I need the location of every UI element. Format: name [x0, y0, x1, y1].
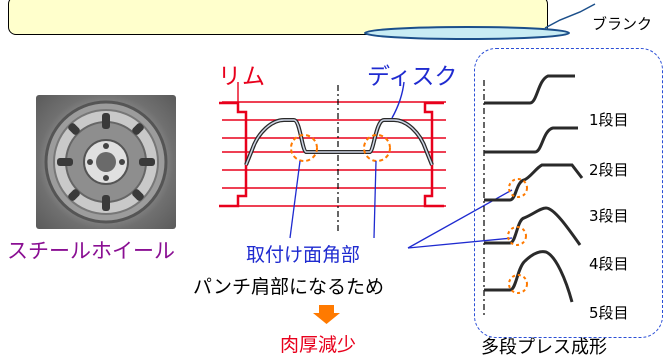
- stage-profiles: [483, 74, 584, 315]
- disk-profile-highlight: [245, 119, 433, 166]
- down-arrow-icon: [313, 305, 340, 324]
- corner-highlight-left: [290, 134, 318, 162]
- stage4-profile: [484, 206, 582, 246]
- disk-label: ディスク: [367, 64, 458, 90]
- stage-5-label: 5段目: [589, 304, 629, 322]
- rim-left-profile: [219, 101, 248, 208]
- stage-1-label: 1段目: [589, 111, 629, 129]
- rim-label: リム: [218, 64, 266, 90]
- stage-2-label: 2段目: [589, 161, 629, 179]
- stage1-profile: [484, 74, 575, 105]
- stage-4-label: 4段目: [589, 255, 629, 273]
- blank-leader-line: [544, 3, 596, 29]
- stage3-profile: [484, 163, 584, 202]
- thickness-reduction-label: 肉厚減少: [280, 334, 357, 356]
- blank-disc: [364, 26, 570, 40]
- punch-shoulder-label: パンチ肩部になるため: [193, 276, 384, 298]
- stage3-corner-highlight: [508, 178, 528, 198]
- stage-3-label: 3段目: [589, 207, 629, 225]
- disk-leader-line: [391, 81, 405, 119]
- multi-stage-box: [474, 48, 663, 338]
- multi-stage-press-label: 多段プレス成形: [481, 337, 607, 358]
- wheel-graphic: [44, 100, 168, 224]
- corner-highlight-right: [363, 134, 391, 162]
- stage2-profile: [484, 126, 578, 154]
- stage5-profile: [484, 250, 574, 303]
- rim-right-profile: [423, 101, 444, 208]
- mount-corner-label: 取付け面角部: [246, 244, 361, 266]
- stage4-corner-highlight: [507, 226, 527, 246]
- steel-wheel-photo: [36, 95, 176, 229]
- disk-profile: [244, 118, 434, 166]
- steel-wheel-label: スチールホイール: [7, 239, 175, 263]
- stage5-corner-highlight: [508, 274, 528, 294]
- blank-label: ブランク: [592, 15, 653, 33]
